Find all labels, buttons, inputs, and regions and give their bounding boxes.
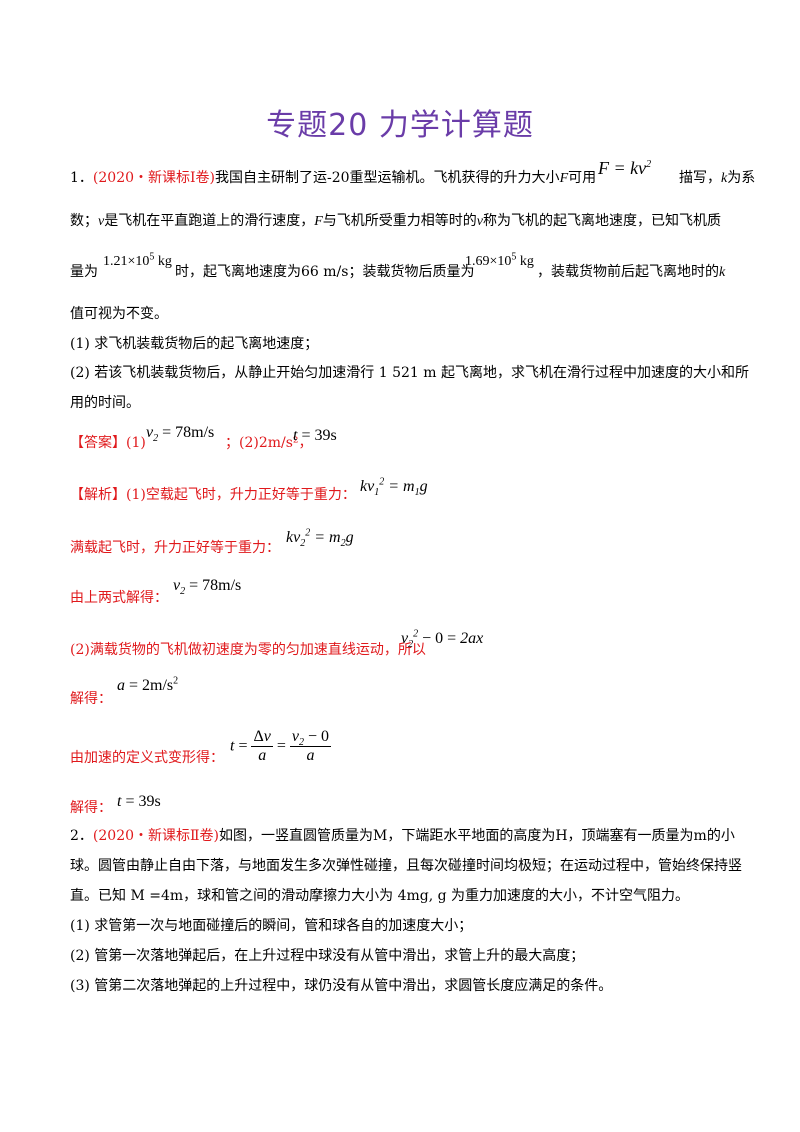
answer-t: t = 39s	[293, 427, 337, 444]
q2-sub1: (1) 求管第一次与地面碰撞后的瞬间，管和球各自的加速度大小；	[70, 918, 473, 934]
page-title: 专题20 力学计算题	[266, 108, 534, 143]
q2-line1: 2．(2020・新课标Ⅱ卷)如图，一竖直圆管质量为M，下端距水平地面的高度为H，…	[70, 828, 735, 844]
answer-v2: v2 = 78m/s	[146, 424, 215, 445]
q2-number: 2．	[70, 828, 93, 844]
analysis-line1: 【解析】(1)空载起飞时，升力正好等于重力：	[70, 487, 356, 503]
q1-formula-F: F = kv2	[598, 158, 652, 178]
analysis-line3: 由上两式解得：	[70, 590, 168, 606]
q1-sub2a: (2) 若该飞机装载货物后，从静止开始匀加速滑行 1 521 m 起飞离地，求飞…	[70, 365, 749, 381]
q1-source: (2020・新课标Ⅰ卷)	[92, 170, 216, 186]
q1-mass1: 1.21×105 kg	[103, 251, 172, 269]
eq4: v22 − 0 = 2ax	[401, 628, 484, 651]
eq2: kv22 = m2g	[286, 527, 354, 550]
q1-sub2b: 用的时间。	[70, 395, 140, 411]
q1-sub1: (1) 求飞机装载货物后的起飞离地速度；	[70, 336, 319, 352]
answer-label: 【答案】	[70, 435, 126, 451]
analysis-line6: 由加速的定义式变形得：	[70, 750, 224, 766]
q1-line2: 数；v是飞机在平直跑道上的滑行速度，F与飞机所受重力相等时的v称为飞机的起飞离地…	[70, 213, 721, 229]
eq1: kv12 = m1g	[360, 476, 428, 499]
q1-line1: 1．(2020・新课标Ⅰ卷)我国自主研制了运-20重型运输机。飞机获得的升力大小…	[70, 170, 597, 186]
q2-line3: 直。已知 M =4m，球和管之间的滑动摩擦力大小为 4mg, g 为重力加速度的…	[70, 888, 690, 904]
analysis-label: 【解析】	[70, 487, 126, 503]
q2-sub3: (3) 管第二次落地弹起的上升过程中，球仍没有从管中滑出，求圆管长度应满足的条件…	[70, 978, 613, 994]
q2-sub2: (2) 管第一次落地弹起后，在上升过程中球没有从管中滑出，求管上升的最大高度；	[70, 948, 585, 964]
analysis-line2: 满载起飞时，升力正好等于重力：	[70, 540, 280, 556]
eq7: t = 39s	[117, 793, 161, 810]
q2-line2: 球。圆管由静止自由下落，与地面发生多次弹性碰撞，且每次碰撞时间均极短；在运动过程…	[70, 858, 742, 874]
eq5: a = 2m/s2	[117, 675, 179, 694]
q1-mass2: 1.69×105 kg	[465, 251, 534, 269]
eq3: v2 = 78m/s	[173, 577, 242, 598]
analysis-line5: 解得：	[70, 691, 112, 707]
analysis-line7: 解得：	[70, 800, 112, 816]
q1-line4: 值可视为不变。	[70, 306, 168, 322]
answer-row: 【答案】(1)	[70, 435, 146, 451]
q2-source: (2020・新课标Ⅱ卷)	[92, 828, 219, 844]
analysis-line4: (2)满载货物的飞机做初速度为零的匀加速直线运动，所以	[70, 642, 426, 658]
q1-number: 1．	[70, 170, 93, 186]
